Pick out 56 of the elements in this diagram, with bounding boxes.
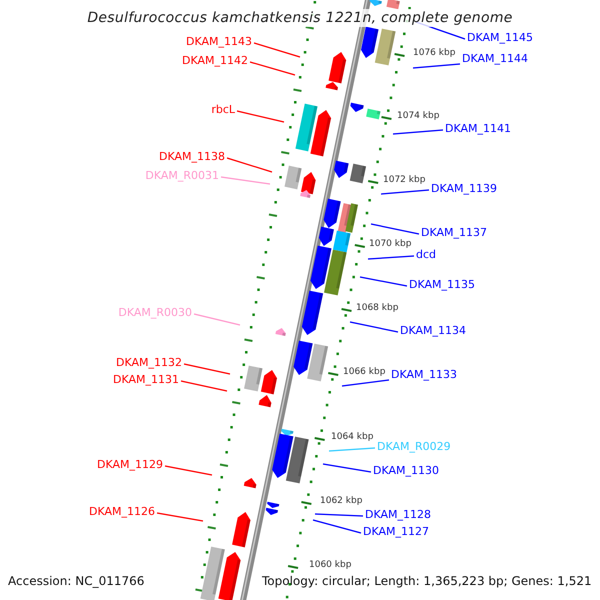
gene-label: dcd bbox=[416, 248, 436, 261]
leader-line bbox=[360, 276, 408, 287]
gene-label: DKAM_R0030 bbox=[118, 306, 192, 319]
leader-line bbox=[312, 519, 362, 534]
leader-line bbox=[220, 176, 270, 185]
position-label: 1074 kbp bbox=[397, 111, 440, 122]
leader-line bbox=[392, 129, 444, 135]
position-label: 1068 kbp bbox=[356, 303, 398, 314]
gene-label: DKAM_1142 bbox=[182, 54, 248, 67]
leader-line bbox=[314, 513, 364, 517]
gene-label: DKAM_1138 bbox=[159, 150, 225, 163]
accession-text: Accession: NC_011766 bbox=[8, 574, 144, 589]
gene-label: DKAM_R0029 bbox=[377, 440, 451, 453]
gene-label: DKAM_1127 bbox=[363, 525, 429, 538]
position-label: 1064 kbp bbox=[331, 432, 374, 443]
leader-line bbox=[250, 61, 296, 76]
leader-line bbox=[156, 512, 204, 522]
leader-line bbox=[184, 363, 230, 375]
leader-line bbox=[254, 42, 300, 58]
leader-line bbox=[370, 223, 420, 235]
gene-label: DKAM_1143 bbox=[186, 35, 252, 48]
leader-line bbox=[328, 447, 376, 452]
gene-label: DKAM_1145 bbox=[467, 31, 533, 44]
genome-info-text: Topology: circular; Length: 1,365,223 bp; Genes: 1,521 bbox=[262, 574, 592, 589]
leader-line bbox=[412, 63, 460, 69]
position-label: 1066 kbp bbox=[343, 367, 386, 378]
gene-label: DKAM_1129 bbox=[97, 458, 163, 471]
position-label: 1070 kbp bbox=[369, 239, 412, 250]
gene-label: DKAM_1126 bbox=[89, 505, 155, 518]
gene-label: DKAM_1133 bbox=[391, 368, 457, 381]
leader-line bbox=[380, 189, 430, 195]
leader-line bbox=[194, 313, 240, 326]
gene-label: DKAM_1137 bbox=[421, 226, 487, 239]
leader-line bbox=[236, 110, 284, 123]
position-label: 1072 kbp bbox=[383, 175, 426, 186]
position-label: 1060 kbp bbox=[309, 560, 352, 571]
position-label: 1076 kbp bbox=[413, 48, 456, 59]
gene-label: DKAM_1132 bbox=[116, 356, 182, 369]
leader-line bbox=[342, 379, 390, 387]
leader-line bbox=[164, 465, 212, 476]
leader-line bbox=[350, 321, 398, 333]
leader-line bbox=[368, 255, 414, 260]
gene-label: DKAM_1139 bbox=[431, 182, 497, 195]
leader-line bbox=[226, 157, 272, 173]
leader-line bbox=[180, 380, 228, 392]
gene-label: DKAM_1141 bbox=[445, 122, 511, 135]
gene-label: DKAM_1128 bbox=[365, 508, 431, 521]
position-label: 1062 kbp bbox=[320, 496, 362, 507]
gene-label: rbcL bbox=[211, 103, 235, 116]
gene-label: DKAM_1134 bbox=[400, 324, 466, 337]
gene-label: DKAM_R0031 bbox=[145, 169, 219, 182]
gene-label: DKAM_1130 bbox=[373, 464, 439, 477]
leader-line bbox=[322, 463, 372, 473]
gene-label: DKAM_1135 bbox=[409, 278, 475, 291]
gene-label: DKAM_1131 bbox=[113, 373, 179, 386]
gene-label: DKAM_1144 bbox=[462, 52, 528, 65]
